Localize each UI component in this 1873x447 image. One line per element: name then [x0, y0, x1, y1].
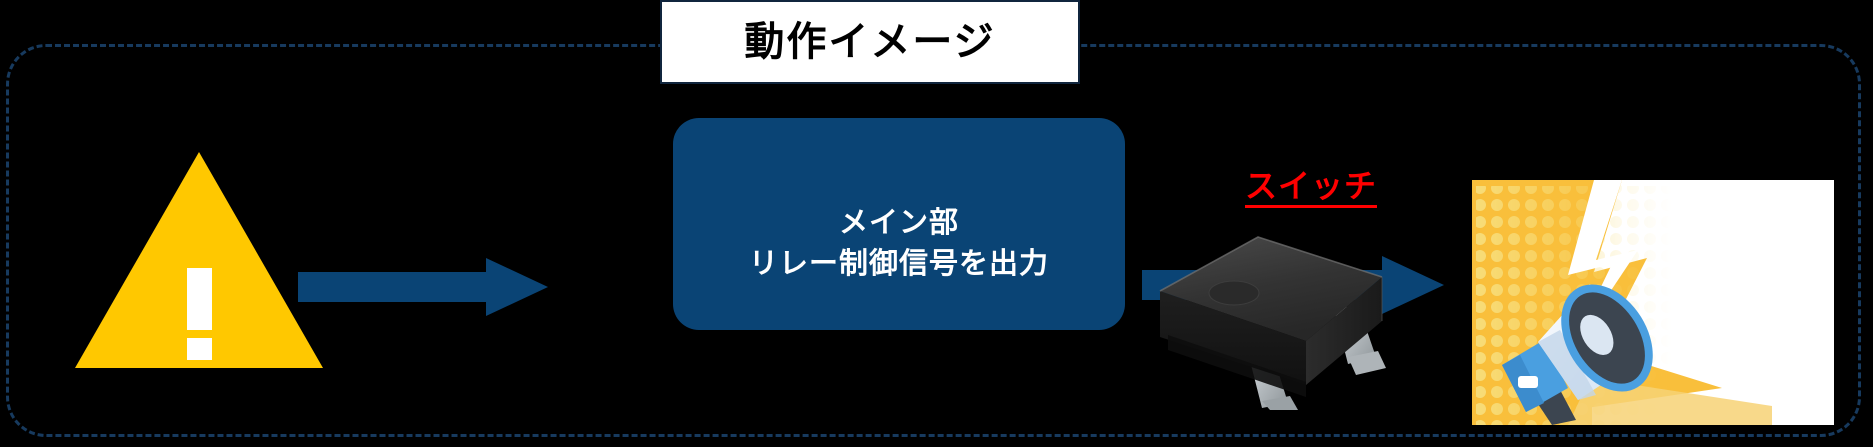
diagram-title-text: 動作イメージ	[744, 20, 996, 64]
warning-mark-label: !	[74, 370, 75, 371]
main-unit-text: メイン部 リレー制御信号を出力	[749, 163, 1049, 285]
flow-arrow-1	[298, 258, 548, 316]
switch-label: スイッチ	[1245, 170, 1378, 208]
main-unit-line-1: メイン部	[838, 206, 959, 239]
main-unit-line-2: リレー制御信号を出力	[748, 248, 1049, 280]
main-unit-card: メイン部 リレー制御信号を出力	[673, 118, 1125, 330]
relay-switch-component	[1150, 225, 1410, 410]
megaphone-alarm-image	[1472, 180, 1834, 425]
warning-triangle-icon: !	[74, 150, 324, 370]
diagram-title-chip: 動作イメージ	[660, 0, 1080, 84]
